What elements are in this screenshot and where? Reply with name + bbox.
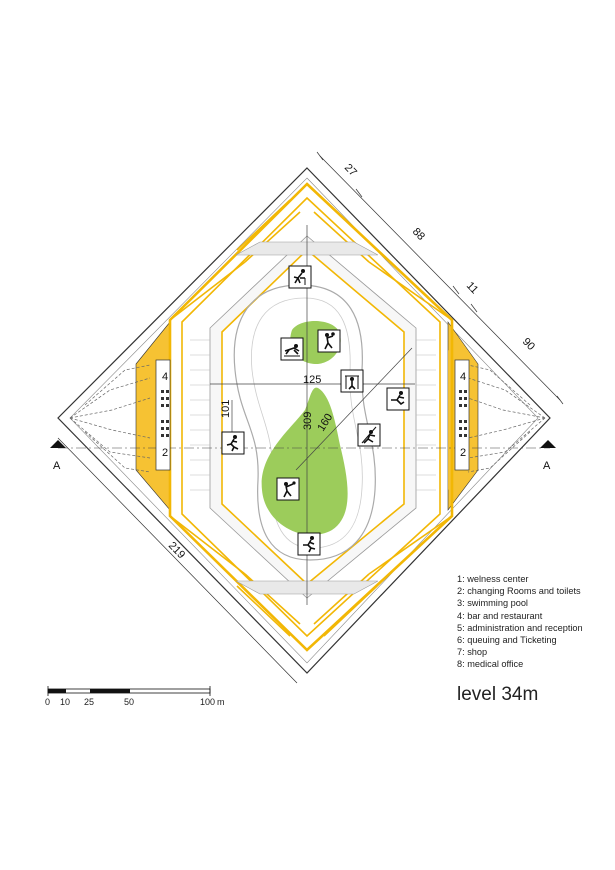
dimension-219: 219 <box>166 540 187 562</box>
hammer-throw-icon <box>276 477 300 501</box>
legend-item: 7: shop <box>457 647 488 658</box>
west-facility-blocks <box>155 359 171 471</box>
east-facility-blocks <box>454 359 470 471</box>
stand-ring-outer <box>181 196 441 638</box>
long-jump-icon <box>280 337 304 361</box>
legend-item: 1: welness center <box>457 574 529 584</box>
legend-item: 3: swimming pool <box>457 598 528 609</box>
scale-label-0: 0 <box>45 697 51 707</box>
scale-bar <box>47 686 211 696</box>
zone-number-west-top: 4 <box>162 371 168 383</box>
level-label: level 34m <box>457 684 539 705</box>
dimension-309: 309 <box>302 412 314 430</box>
zone-number-west-bottom: 2 <box>162 447 168 459</box>
javelin-icon <box>357 423 381 447</box>
east-ramps <box>467 364 546 473</box>
section-marker-west-arrow <box>50 440 66 448</box>
sw-dimension-line <box>57 437 298 684</box>
pole-vault-icon <box>340 369 364 393</box>
outer-diamond-inner <box>69 177 539 664</box>
dimension-101: 101 <box>220 400 232 418</box>
scale-label-unit: m <box>217 697 225 707</box>
section-marker-east-arrow <box>540 440 556 448</box>
scale-label-25: 25 <box>84 697 95 707</box>
hurdler-icon <box>386 387 410 411</box>
scale-label-100: 100 <box>200 697 216 707</box>
dimension-27: 27 <box>342 162 359 179</box>
sprinter-icon <box>297 532 321 556</box>
legend-item: 4: bar and restaurant <box>457 610 543 621</box>
legend-item: 5: administration and reception <box>457 622 583 633</box>
section-marker-west: A <box>53 460 61 472</box>
legend: 1: welness center 2: changing Rooms and … <box>457 573 583 671</box>
dimension-125: 125 <box>303 374 321 386</box>
zone-number-east-top: 4 <box>460 371 466 383</box>
stand-seating <box>190 339 436 491</box>
dimension-11: 11 <box>464 280 481 297</box>
ne-dimension-chain <box>316 151 564 405</box>
scale-label-10: 10 <box>60 697 71 707</box>
hurdles-icon <box>288 265 312 289</box>
scale-label-50: 50 <box>124 697 135 707</box>
dimension-90: 90 <box>520 336 537 353</box>
dimension-88: 88 <box>410 226 427 243</box>
legend-item: 2: changing Rooms and toilets <box>457 586 581 597</box>
shot-put-icon <box>317 329 341 353</box>
legend-item: 6: queuing and Ticketing <box>457 635 557 646</box>
zone-number-east-bottom: 2 <box>460 447 466 459</box>
outer-diamond <box>57 167 551 674</box>
section-marker-east: A <box>543 460 551 472</box>
west-ramps <box>69 364 151 473</box>
legend-item: 8: medical office <box>457 659 524 670</box>
runner-icon <box>221 431 245 455</box>
